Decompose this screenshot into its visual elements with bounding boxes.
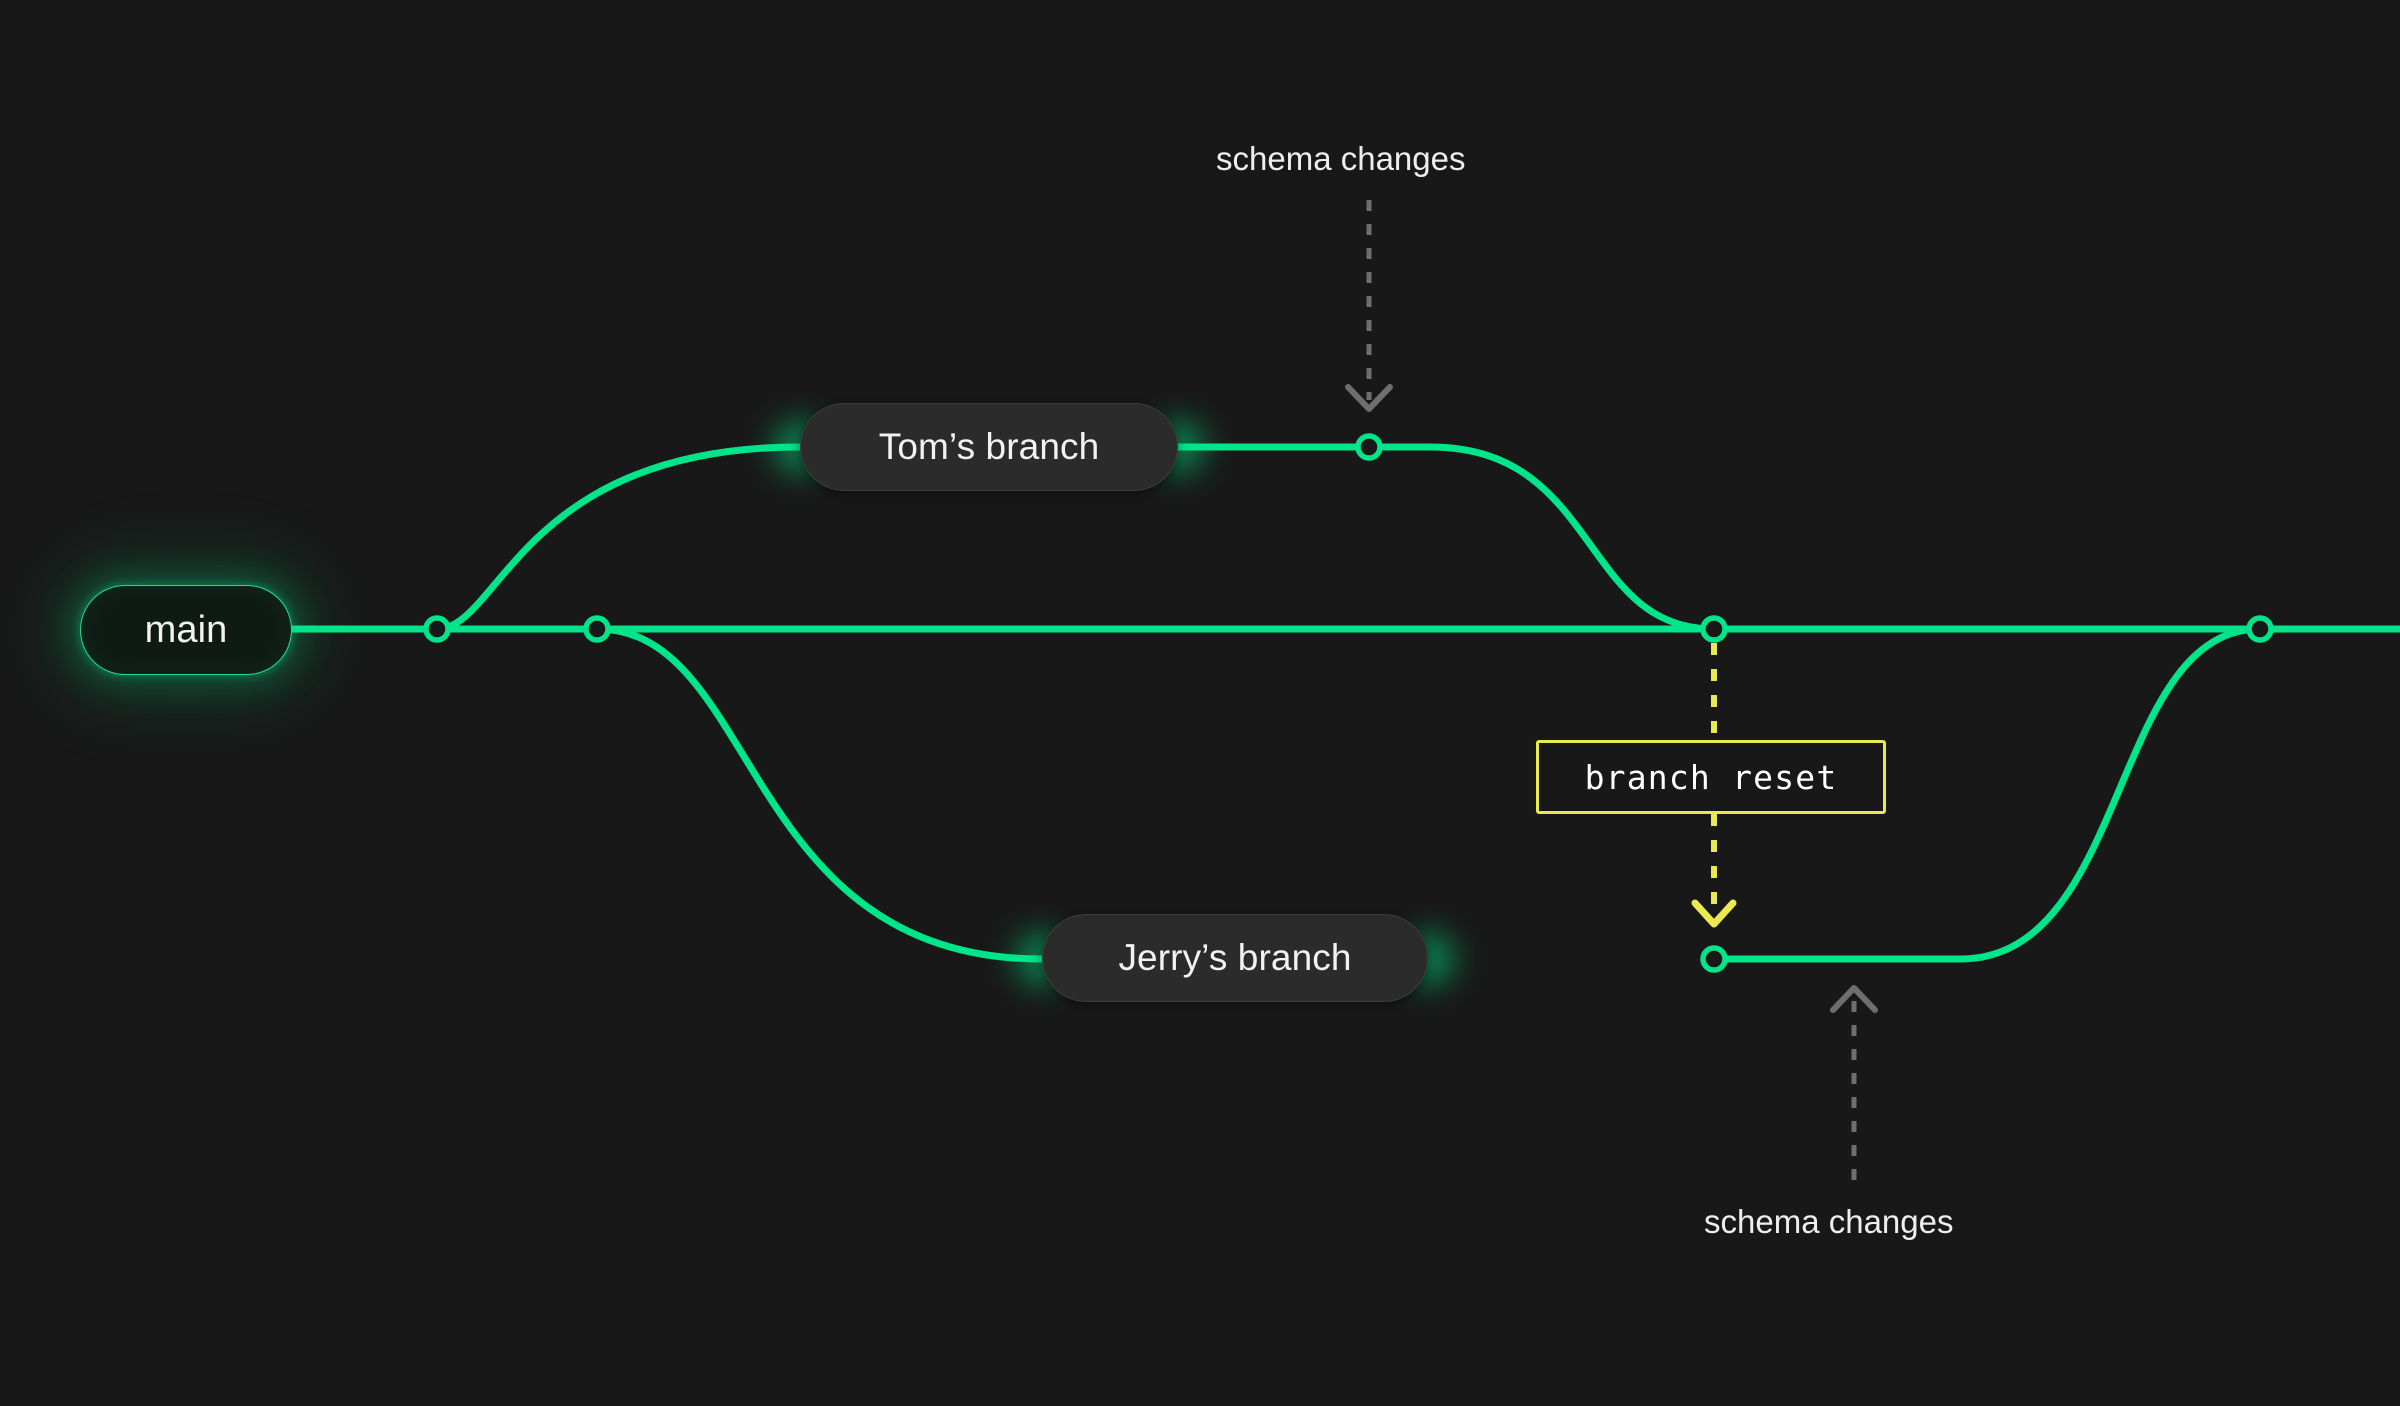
branch-reset-callout-label: branch reset — [1584, 757, 1838, 797]
commit-node[interactable] — [1700, 615, 1728, 643]
commit-node[interactable] — [1355, 433, 1383, 461]
annotation-arrow-schema-bottom — [1830, 985, 1878, 1180]
commit-node[interactable] — [2246, 615, 2274, 643]
annotation-label-schema-changes-bottom: schema changes — [1704, 1203, 1954, 1240]
annotation-arrow-branch-reset — [1691, 643, 1737, 928]
commit-node[interactable] — [583, 615, 611, 643]
branch-pill-tom[interactable]: Tom’s branch — [800, 403, 1178, 491]
commit-nodes — [423, 433, 2274, 973]
commit-node[interactable] — [423, 615, 451, 643]
branch-pill-main-label: main — [144, 608, 228, 651]
branch-pill-jerry[interactable]: Jerry’s branch — [1042, 914, 1428, 1002]
annotation-label-schema-changes-top: schema changes — [1216, 140, 1466, 177]
branch-line-jerry — [593, 625, 2264, 963]
line-glow-layer — [774, 421, 1454, 985]
commit-node-reset[interactable] — [1700, 945, 1728, 973]
branch-pill-main[interactable]: main — [80, 585, 292, 675]
branch-pill-jerry-label: Jerry’s branch — [1118, 937, 1352, 978]
branch-line-tom — [433, 443, 1718, 633]
branch-reset-callout[interactable]: branch reset — [1536, 740, 1886, 814]
annotation-arrow-schema-top — [1345, 200, 1393, 412]
branch-pill-tom-label: Tom’s branch — [878, 426, 1100, 467]
